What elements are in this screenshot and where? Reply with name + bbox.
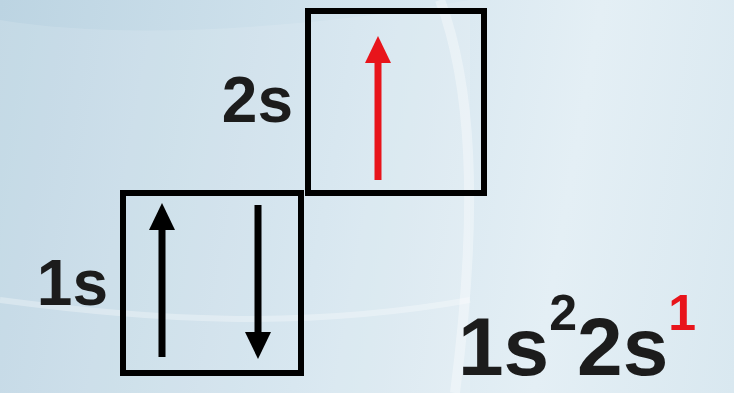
config-text: 1s: [458, 284, 549, 388]
spin-down-arrow: [255, 205, 262, 340]
orbital-label: 2s: [222, 68, 293, 132]
spin-up-arrow: [375, 55, 382, 180]
electron-configuration: 1s22s1: [458, 284, 696, 388]
orbital-box: [305, 8, 487, 196]
arrow-head: [245, 332, 271, 359]
config-text: 2s: [577, 284, 668, 388]
glass-shape: [0, 0, 470, 393]
arrow-head: [365, 36, 391, 63]
spin-up-arrow: [159, 222, 166, 357]
arrow-head: [149, 203, 175, 230]
orbital-box: [120, 190, 304, 376]
electron-arrows: [149, 36, 391, 359]
orbital-label: 1s: [37, 251, 108, 315]
superscript: 1: [668, 284, 696, 338]
superscript: 2: [549, 284, 577, 338]
